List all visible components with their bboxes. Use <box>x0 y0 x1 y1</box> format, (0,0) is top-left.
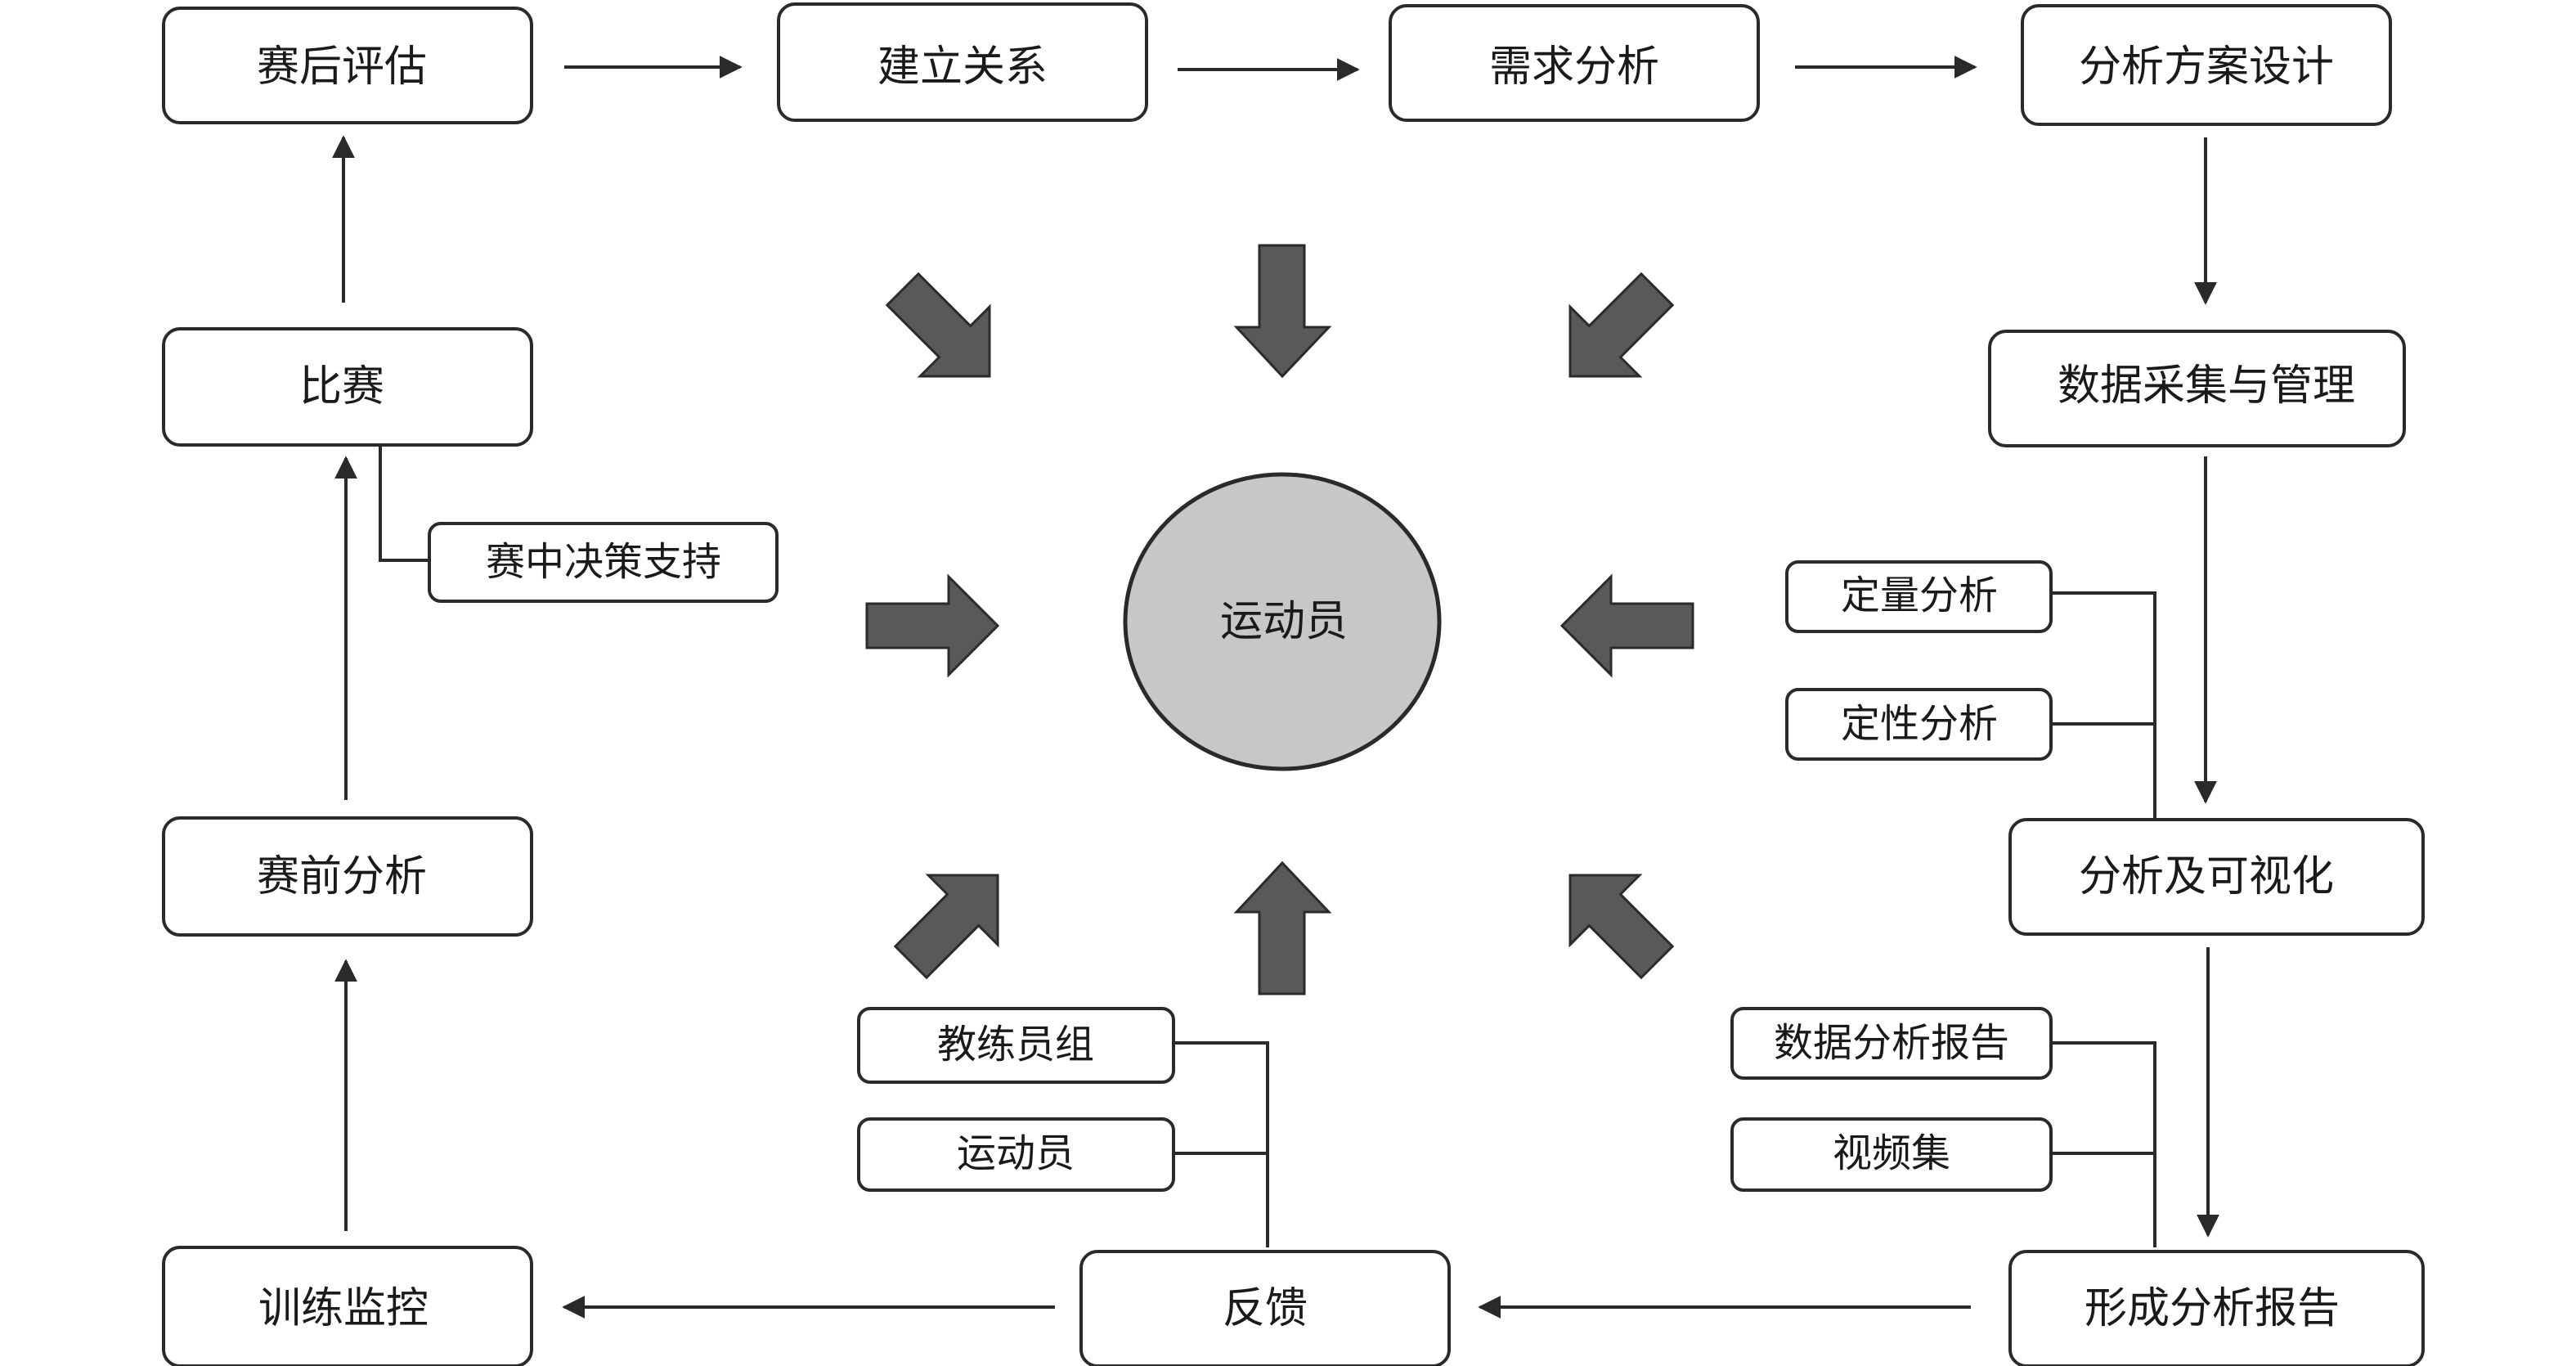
label-match: 比赛 <box>299 362 384 411</box>
label-video-collection: 视频集 <box>1833 1130 1950 1176</box>
box-analysis-visualization: 分析及可视化 <box>2008 818 2425 936</box>
label-feedback: 反馈 <box>1223 1284 1308 1333</box>
big-arrow-right <box>865 573 1000 678</box>
box-training-monitoring: 训练监控 <box>162 1246 533 1366</box>
box-data-collection: 数据采集与管理 <box>1988 330 2406 447</box>
label-post-match-eval: 赛后评估 <box>257 43 427 92</box>
box-form-report: 形成分析报告 <box>2008 1250 2425 1366</box>
box-feedback: 反馈 <box>1079 1250 1451 1366</box>
box-needs-analysis: 需求分析 <box>1389 4 1760 122</box>
center-label: 运动员 <box>1220 597 1348 646</box>
big-arrow-up-right <box>893 874 999 980</box>
focus-arrows <box>865 244 1694 995</box>
note-data-analysis-report: 数据分析报告 <box>1730 1007 2053 1080</box>
box-post-match-eval: 赛后评估 <box>162 7 533 124</box>
box-analysis-plan-design: 分析方案设计 <box>2021 4 2392 126</box>
label-analysis-plan-design: 分析方案设计 <box>2079 43 2334 92</box>
label-coaching-staff: 教练员组 <box>937 1022 1094 1067</box>
big-arrow-down <box>1233 244 1332 379</box>
note-video-collection: 视频集 <box>1730 1117 2053 1192</box>
bracket-feedback-targets <box>1174 1041 1269 1247</box>
label-needs-analysis: 需求分析 <box>1489 43 1659 92</box>
center-node: 运动员 <box>1123 472 1442 771</box>
bracket-in-match-decision <box>379 446 429 562</box>
label-analysis-visualization: 分析及可视化 <box>2079 852 2334 901</box>
label-form-report: 形成分析报告 <box>2085 1284 2340 1333</box>
label-pre-match-analysis: 赛前分析 <box>257 852 427 901</box>
box-build-relationship: 建立关系 <box>777 2 1148 122</box>
bracket-analysis-methods <box>2051 591 2156 818</box>
note-quantitative: 定量分析 <box>1785 560 2053 633</box>
label-athlete: 运动员 <box>957 1130 1075 1176</box>
label-in-match-decision: 赛中决策支持 <box>486 539 721 585</box>
bracket-report-contents <box>2051 1041 2156 1247</box>
big-arrow-up-left <box>1568 874 1675 980</box>
note-coaching-staff: 教练员组 <box>857 1007 1175 1084</box>
label-quantitative: 定量分析 <box>1841 573 1998 618</box>
label-data-collection: 数据采集与管理 <box>2058 362 2355 411</box>
label-qualitative: 定性分析 <box>1841 701 1998 747</box>
note-in-match-decision: 赛中决策支持 <box>428 522 779 603</box>
center-circle <box>1123 472 1442 771</box>
note-athlete: 运动员 <box>857 1117 1175 1192</box>
note-qualitative: 定性分析 <box>1785 688 2053 761</box>
connectors <box>332 56 2219 1319</box>
box-pre-match-analysis: 赛前分析 <box>162 816 533 937</box>
label-build-relationship: 建立关系 <box>877 43 1048 92</box>
big-arrow-up <box>1233 860 1332 995</box>
big-arrow-down-right <box>885 272 991 378</box>
big-arrow-down-left <box>1568 272 1675 378</box>
big-arrow-left <box>1560 573 1694 678</box>
label-data-analysis-report: 数据分析报告 <box>1774 1020 2009 1066</box>
box-match: 比赛 <box>162 327 533 447</box>
label-training-monitoring: 训练监控 <box>258 1284 429 1333</box>
